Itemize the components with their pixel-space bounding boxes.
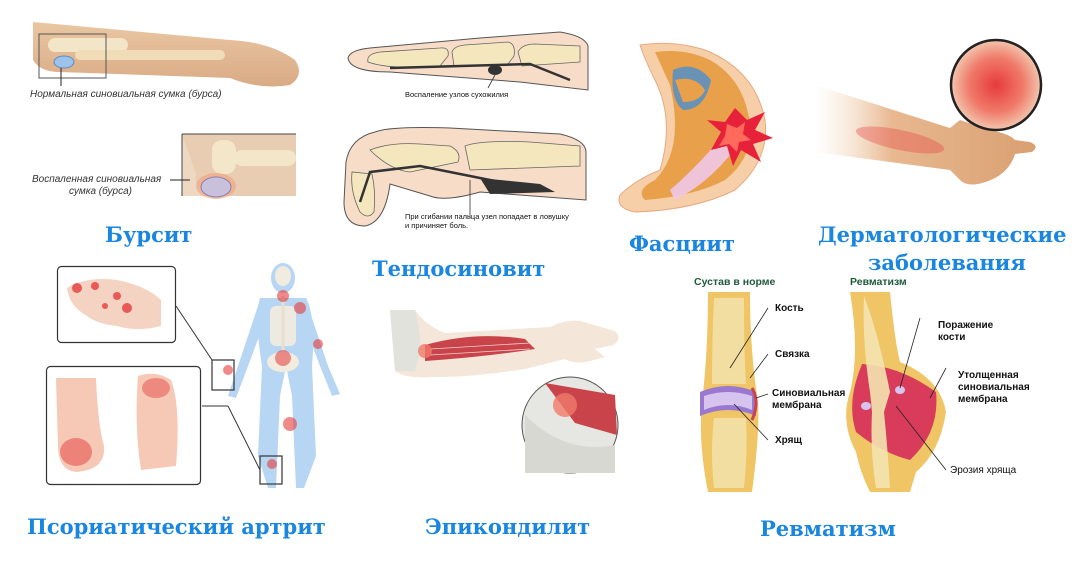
inflamed-bursa-caption-line1: Воспаленная синовиальная bbox=[32, 174, 162, 185]
normal-joint-header: Сустав в норме bbox=[694, 276, 776, 288]
trapped-nodule-caption-line2: и причиняет боль. bbox=[405, 221, 469, 230]
skeleton-figure bbox=[223, 263, 340, 488]
trapped-nodule-caption-line1: При сгибании пальца узел попадает в лову… bbox=[405, 212, 569, 221]
label-cartilage-erosion: Эрозия хряща bbox=[950, 465, 1017, 476]
arm-rash-illustration bbox=[815, 38, 1043, 185]
psoriatic-arthritis-title: Псориатический артрит bbox=[27, 514, 326, 539]
psoriatic-arthritis-panel: Псориатический артрит bbox=[0, 250, 360, 561]
normal-bursa-caption: Нормальная синовиальная сумка (бурса) bbox=[30, 89, 222, 100]
bursitis-panel: Нормальная синовиальная сумка (бурса) Во… bbox=[0, 0, 320, 250]
label-synovial-line1: Синовиальная bbox=[772, 388, 846, 399]
label-bone-damage-line2: кости bbox=[938, 332, 966, 343]
epicondylitis-panel: Эпикондилит bbox=[370, 290, 630, 550]
forearm-muscle-illustration bbox=[390, 310, 619, 474]
tendosynovitis-panel: Воспаление узлов сухожилия При сгибании … bbox=[330, 0, 600, 290]
label-bone: Кость bbox=[775, 303, 804, 314]
dermatological-panel: Дерматологические заболевания bbox=[800, 30, 1081, 280]
fasciitis-title: Фасциит bbox=[629, 231, 735, 256]
normal-bursa-arm-illustration bbox=[33, 22, 299, 87]
label-synovial-line2: мембрана bbox=[772, 400, 822, 411]
label-bone-damage-line1: Поражение bbox=[938, 320, 994, 331]
inflamed-bursa-pointer bbox=[170, 179, 190, 181]
foot-fascia-illustration bbox=[618, 42, 773, 213]
affected-joint-illustration bbox=[846, 292, 947, 492]
dermatological-title-line2: заболевания bbox=[868, 250, 1026, 275]
tendon-nodule-caption: Воспаление узлов сухожилия bbox=[405, 90, 509, 99]
normal-joint-illustration bbox=[700, 292, 769, 492]
label-thickened-line2: синовиальная bbox=[958, 382, 1030, 393]
rheumatism-title: Ревматизм bbox=[760, 516, 896, 541]
tendosynovitis-title: Тендосиновит bbox=[372, 256, 546, 281]
epicondylitis-title: Эпикондилит bbox=[425, 514, 591, 539]
rheumatism-panel: Сустав в норме Кость Связка Синовиальная… bbox=[660, 270, 1080, 550]
affected-joint-header: Ревматизм bbox=[850, 276, 907, 288]
label-thickened-line1: Утолщенная bbox=[958, 370, 1019, 381]
label-cartilage: Хрящ bbox=[775, 435, 802, 446]
bursitis-title: Бурсит bbox=[105, 222, 193, 247]
label-ligament: Связка bbox=[775, 349, 810, 360]
dermatological-title-line1: Дерматологические bbox=[818, 222, 1067, 247]
psoriatic-feet-inset bbox=[45, 365, 202, 486]
straight-finger-illustration bbox=[347, 31, 589, 91]
inflamed-bursa-illustration bbox=[181, 133, 296, 199]
label-thickened-line3: мембрана bbox=[958, 394, 1008, 405]
inflamed-bursa-caption-line2: сумка (бурса) bbox=[69, 186, 132, 197]
psoriatic-hand-inset bbox=[56, 265, 177, 344]
bent-finger-illustration bbox=[343, 127, 587, 227]
fasciitis-panel: Фасциит bbox=[600, 30, 800, 260]
inset-connector-lines bbox=[175, 305, 283, 485]
